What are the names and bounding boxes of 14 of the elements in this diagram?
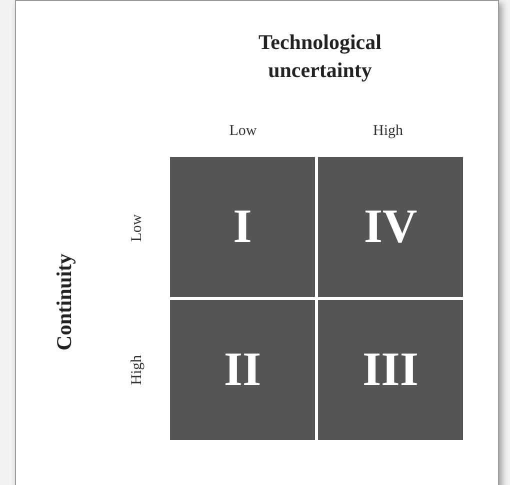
roman-numeral: I: [233, 203, 252, 251]
axis-title: Technological uncertainty: [258, 29, 382, 84]
axis-title: Continuity: [51, 254, 78, 350]
roman-numeral: II: [224, 346, 262, 394]
row-label: Low: [128, 214, 146, 242]
column-label: High: [372, 122, 404, 141]
roman-numeral: IV: [364, 203, 418, 251]
roman-numeral: III: [362, 346, 419, 394]
quadrant-box: [170, 300, 315, 440]
quadrant-box: [318, 157, 463, 297]
quadrant-box: [318, 300, 463, 440]
row-label: High: [128, 355, 146, 385]
column-label: Low: [228, 122, 258, 141]
quadrant-box: [170, 157, 315, 297]
